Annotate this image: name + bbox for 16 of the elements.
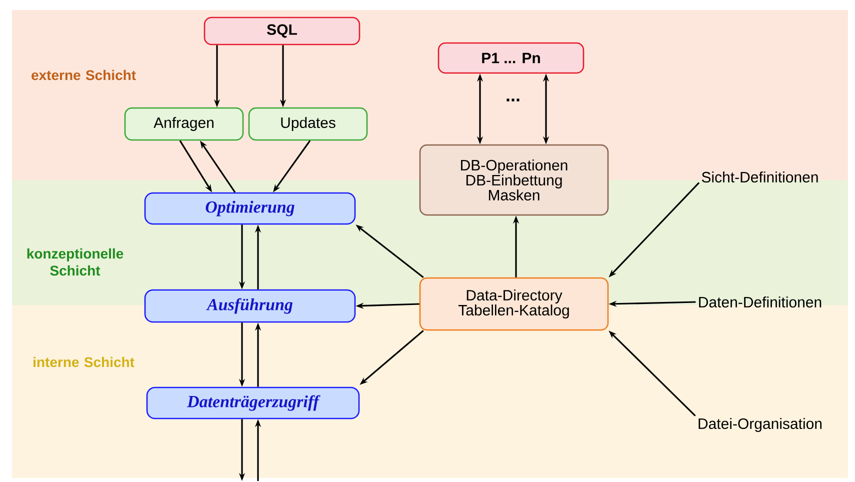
process-box: Data-Directory Tabellen-Katalog — [419, 277, 609, 331]
process-box: Ausführung — [144, 289, 356, 323]
process-box: Datenträgerzugriff — [146, 386, 360, 420]
definition-text: Daten-Definitionen — [699, 296, 822, 308]
process-box: DB-Operationen DB-Einbettung Masken — [419, 144, 609, 216]
ellipsis-label: ... — [506, 98, 520, 102]
layer-label: interne Schicht — [34, 356, 134, 368]
process-box: P1 ... Pn — [438, 42, 584, 74]
process-box: Updates — [248, 107, 368, 141]
definition-text: Datei-Organisation — [698, 418, 822, 432]
layer-label: konzeptionelle Schicht — [27, 248, 124, 276]
process-box: Anfragen — [124, 107, 244, 141]
process-box: SQL — [204, 16, 360, 46]
layer-label: externe Schicht — [32, 70, 136, 80]
definition-text: Sicht-Definitionen — [702, 172, 818, 182]
process-box: Optimierung — [144, 192, 356, 225]
